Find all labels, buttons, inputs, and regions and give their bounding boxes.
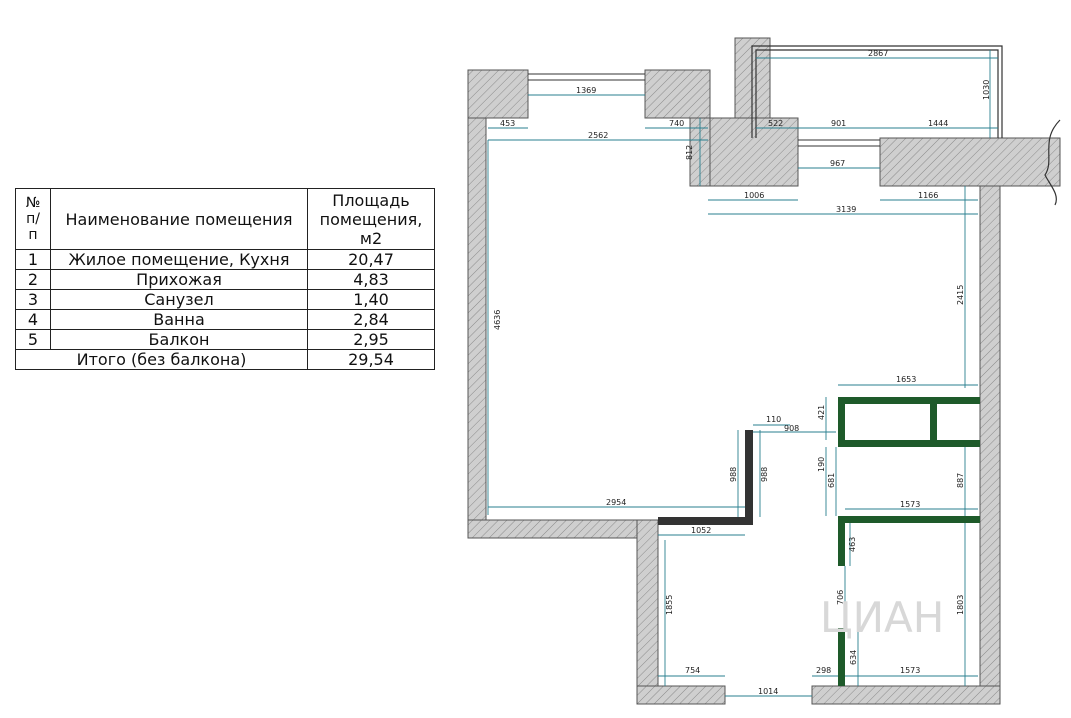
watermark: ЦИАН bbox=[820, 593, 944, 642]
dim-label: 681 bbox=[827, 473, 836, 488]
dimension-labels: 2867 1030 1369 453 740 522 901 1444 2562… bbox=[493, 49, 991, 696]
partitions bbox=[658, 397, 980, 686]
table-total-row: Итого (без балкона) 29,54 bbox=[15, 349, 435, 370]
dim-label: 1573 bbox=[900, 666, 920, 675]
dim-label: 1014 bbox=[758, 687, 778, 696]
dim-label: 1052 bbox=[691, 526, 711, 535]
partition-green-mid-vertical bbox=[838, 516, 845, 566]
dim-label: 3139 bbox=[836, 205, 856, 214]
wall-top-left bbox=[467, 69, 529, 119]
dim-label: 522 bbox=[768, 119, 783, 128]
dim-label: 740 bbox=[669, 119, 684, 128]
table-header-row: № п/ п Наименование помещения Площадь по… bbox=[15, 188, 435, 250]
header-area: Площадь помещения, м2 bbox=[307, 188, 435, 250]
dim-label: 1855 bbox=[665, 595, 674, 615]
walls bbox=[467, 37, 1061, 705]
dim-label: 1653 bbox=[896, 375, 916, 384]
dim-label: 2954 bbox=[606, 498, 626, 507]
break-mark bbox=[1044, 119, 1061, 206]
dim-label: 754 bbox=[685, 666, 700, 675]
row-name: Жилое помещение, Кухня bbox=[50, 249, 308, 270]
wall-pier-left bbox=[709, 117, 799, 187]
dim-label: 634 bbox=[849, 650, 858, 665]
header-num: № п/ п bbox=[15, 188, 51, 250]
header-name: Наименование помещения bbox=[50, 188, 308, 250]
row-name: Санузел bbox=[50, 289, 308, 310]
total-area: 29,54 bbox=[307, 349, 435, 370]
dim-label: 988 bbox=[760, 467, 769, 482]
dim-label: 453 bbox=[500, 119, 515, 128]
wall-top-right bbox=[879, 137, 1061, 187]
dim-label: 967 bbox=[830, 159, 845, 168]
table-row: 3 Санузел 1,40 bbox=[15, 289, 435, 310]
dim-label: 1573 bbox=[900, 500, 920, 509]
dim-label: 463 bbox=[848, 537, 857, 552]
partition-dark-vertical bbox=[745, 430, 753, 525]
dim-label: 2415 bbox=[956, 285, 965, 305]
dim-label: 1166 bbox=[918, 191, 938, 200]
dim-label: 706 bbox=[836, 590, 845, 605]
total-label: Итого (без балкона) bbox=[15, 349, 308, 370]
dim-label: 887 bbox=[956, 473, 965, 488]
wall-top-mid bbox=[644, 69, 711, 119]
dim-label: 901 bbox=[831, 119, 846, 128]
dim-label: 298 bbox=[816, 666, 831, 675]
rooms-table: № п/ п Наименование помещения Площадь по… bbox=[15, 188, 435, 370]
dim-label: 4636 bbox=[493, 310, 502, 330]
dim-label: 190 bbox=[817, 457, 826, 472]
partition-green-upper-top bbox=[838, 397, 980, 404]
wall-bottom-1 bbox=[636, 685, 726, 705]
partition-green-lower-vertical bbox=[838, 628, 845, 686]
dim-label: 2867 bbox=[868, 49, 888, 58]
dim-label: 421 bbox=[817, 405, 826, 420]
wall-bottom-left bbox=[467, 519, 659, 539]
dim-label: 110 bbox=[766, 415, 781, 424]
table-row: 1 Жилое помещение, Кухня 20,47 bbox=[15, 249, 435, 270]
wall-right bbox=[979, 185, 1001, 705]
dim-label: 812 bbox=[685, 145, 694, 160]
dimension-lines bbox=[487, 50, 998, 697]
wall-left-lower bbox=[636, 519, 659, 705]
partition-green-mid-horizontal bbox=[838, 516, 980, 523]
dim-label: 1006 bbox=[744, 191, 764, 200]
dim-label: 1444 bbox=[928, 119, 948, 128]
balcony bbox=[751, 45, 1003, 138]
partition-dark-horizontal bbox=[658, 517, 753, 525]
dim-label: 988 bbox=[729, 467, 738, 482]
table-row: 5 Балкон 2,95 bbox=[15, 329, 435, 350]
dim-label: 1030 bbox=[982, 80, 991, 100]
row-area: 1,40 bbox=[307, 289, 435, 310]
partition-green-upper-mid bbox=[930, 397, 937, 447]
window-top bbox=[528, 73, 880, 147]
wall-left bbox=[467, 69, 487, 539]
partition-green-upper-left bbox=[838, 397, 845, 447]
dim-label: 1369 bbox=[576, 86, 596, 95]
wall-bottom-2 bbox=[811, 685, 1001, 705]
dim-label: 2562 bbox=[588, 131, 608, 140]
dim-label: 1803 bbox=[956, 595, 965, 615]
dim-label: 908 bbox=[784, 424, 799, 433]
partition-green-upper-bottom bbox=[838, 440, 980, 447]
